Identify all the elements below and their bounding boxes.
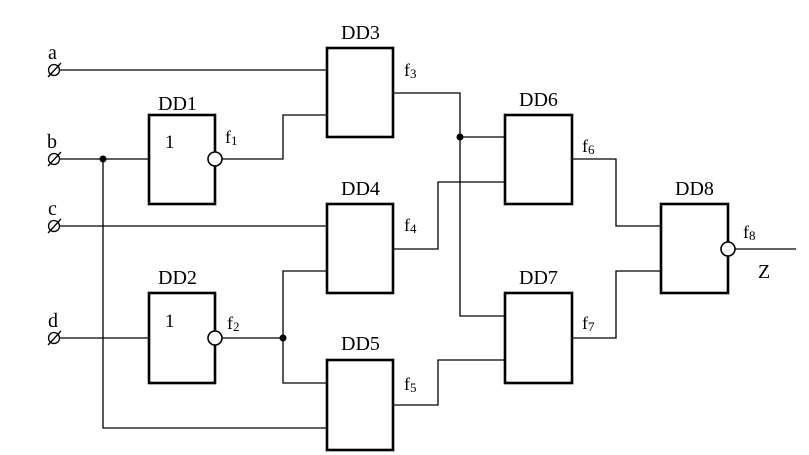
gate-dd1: DD1 1: [147, 93, 223, 206]
signal-label-f5: f5: [404, 374, 417, 395]
input-terminals: a b c d: [47, 42, 62, 346]
gate-dd1-inverter-bubble: [207, 151, 223, 167]
gate-dd5-body: [325, 358, 395, 452]
wire-f1-to-dd3: [222, 114, 327, 160]
gate-dd2-function: 1: [165, 311, 175, 332]
gate-dd8-body: [659, 202, 730, 295]
junction-dot-b: [99, 155, 107, 163]
signal-label-f8: f8: [743, 222, 756, 243]
terminal-c: c: [47, 198, 62, 234]
gate-dd1-function: 1: [165, 132, 175, 153]
gate-dd4-label: DD4: [341, 178, 380, 200]
gate-dd2-label: DD2: [158, 267, 197, 289]
gate-dd5: DD5: [325, 333, 395, 452]
gate-dd8-label: DD8: [675, 178, 714, 200]
wire-f2-to-dd5: [282, 338, 327, 384]
input-label-d: d: [48, 310, 58, 332]
junction-dot-f3: [456, 133, 464, 141]
wire-f3: [393, 92, 461, 137]
terminal-a: a: [47, 42, 62, 78]
gate-dd4: DD4: [325, 178, 395, 295]
wire-f7-to-dd8: [572, 270, 661, 339]
gate-dd6-label: DD6: [519, 89, 558, 111]
gate-dd7-label: DD7: [519, 267, 558, 289]
wire-f2-to-dd4: [282, 270, 327, 338]
gate-dd6: DD6: [503, 89, 574, 206]
junction-dot-f2: [279, 334, 287, 342]
gate-dd7: DD7: [503, 267, 574, 385]
terminal-d: d: [47, 310, 62, 346]
gate-dd5-label: DD5: [341, 333, 380, 355]
gate-dd8: DD8: [659, 178, 736, 295]
signal-label-f7: f7: [582, 313, 595, 334]
junctions: [99, 133, 464, 342]
output-label-z: Z: [758, 261, 770, 283]
wires: [60, 69, 796, 429]
signal-labels: f1 f2 f3 f4 f5 f6 f7 f8: [225, 60, 756, 395]
wire-b-to-dd5: [102, 159, 327, 429]
gate-dd7-body: [503, 291, 574, 385]
gate-dd1-body: [147, 113, 217, 206]
signal-label-f1: f1: [225, 127, 238, 148]
wire-f5-to-dd7: [393, 359, 505, 406]
gate-dd3: DD3: [325, 22, 395, 139]
gate-dd3-label: DD3: [341, 22, 380, 44]
gate-dd4-body: [325, 202, 395, 295]
signal-label-f2: f2: [227, 313, 240, 334]
wire-f6-to-dd8: [572, 158, 661, 227]
signal-label-f6: f6: [582, 136, 595, 157]
gate-dd2-body: [147, 291, 217, 385]
gate-dd3-body: [325, 46, 395, 139]
signal-label-f3: f3: [404, 60, 417, 81]
gate-dd1-label: DD1: [158, 93, 197, 115]
gate-dd6-body: [503, 113, 574, 206]
terminal-b: b: [47, 131, 62, 167]
input-label-a: a: [48, 42, 57, 64]
input-label-c: c: [48, 198, 57, 220]
signal-label-f4: f4: [404, 215, 417, 236]
gates: DD1 1 DD2 1 DD3 DD4 DD5 DD6: [147, 22, 736, 452]
wire-f4-to-dd6: [393, 181, 505, 250]
gate-dd2-inverter-bubble: [207, 330, 223, 346]
wire-f3-to-dd7: [459, 137, 505, 317]
input-label-b: b: [47, 131, 57, 153]
gate-dd8-inverter-bubble: [720, 241, 736, 257]
gate-dd2: DD2 1: [147, 267, 223, 385]
